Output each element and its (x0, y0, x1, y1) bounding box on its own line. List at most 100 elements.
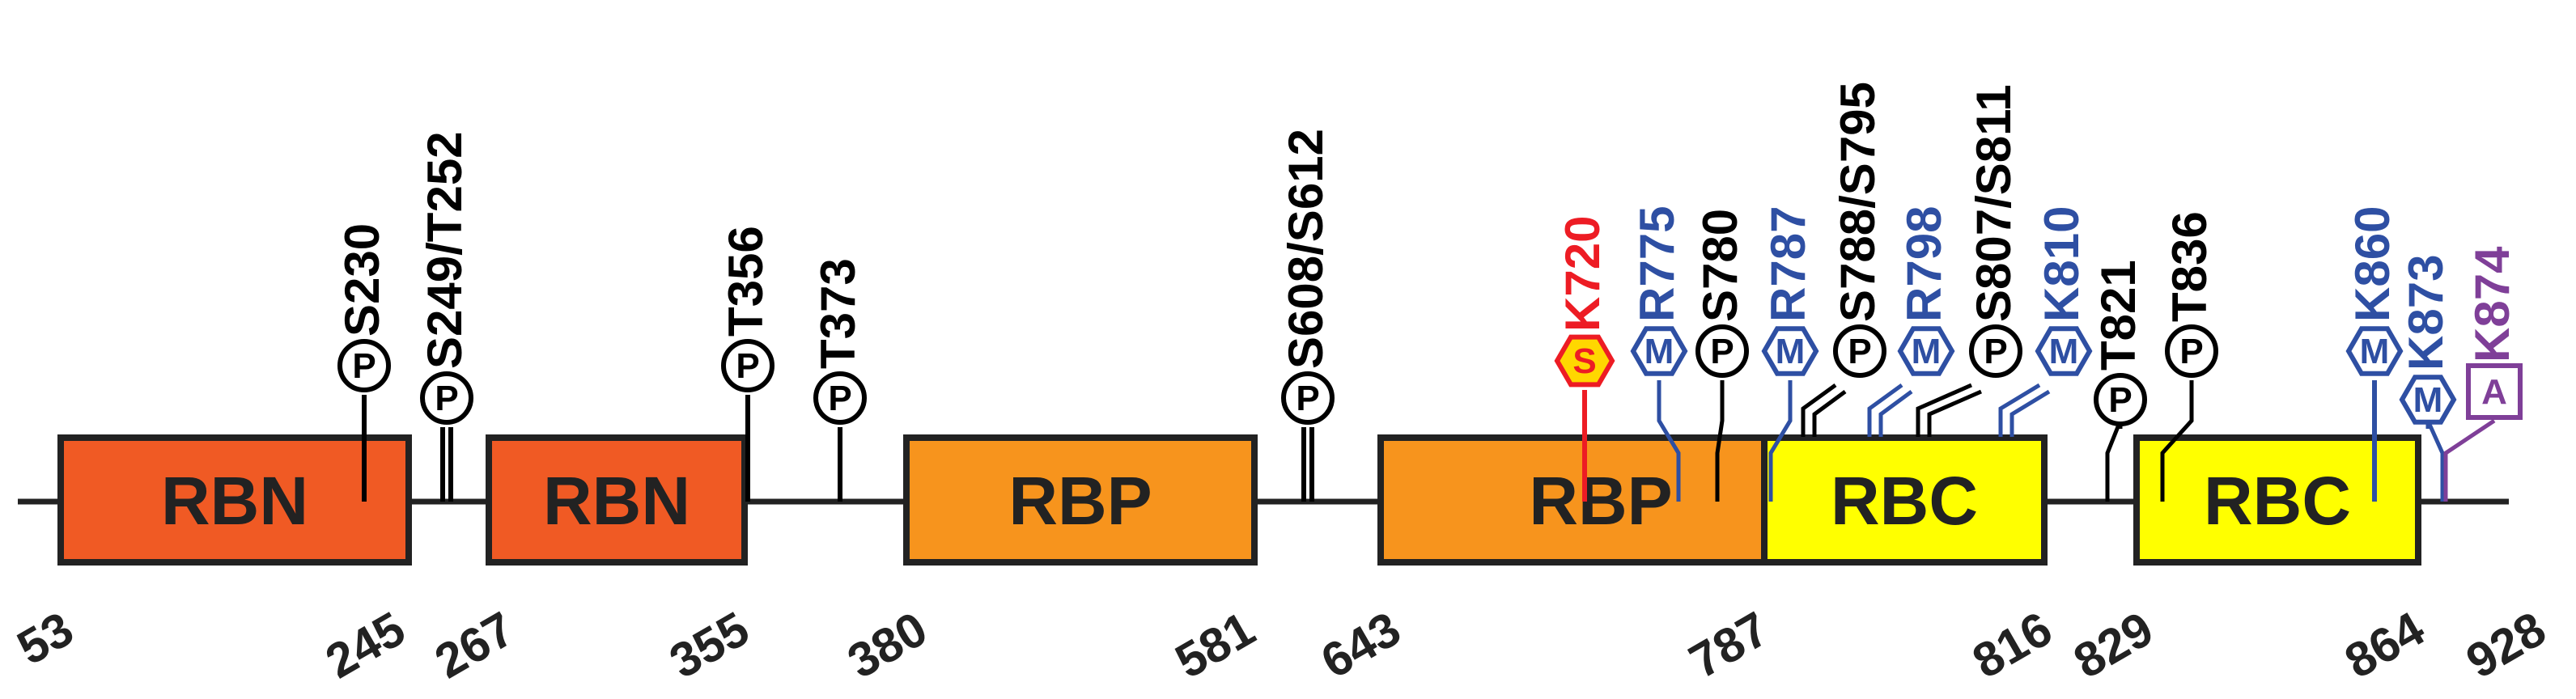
phospho-icon (2165, 324, 2218, 378)
site-label: K720 (1555, 216, 1610, 332)
boundary-label: 355 (660, 601, 758, 688)
site-stem (2160, 380, 2194, 502)
methyl-icon (1630, 326, 1688, 376)
boundary-label: 928 (2457, 601, 2554, 688)
site-s249-t252: P S249/T252 (418, 131, 473, 502)
site-stem (1998, 383, 2041, 437)
modification-symbol: S (1572, 341, 1596, 381)
modification-symbol: P (352, 346, 376, 386)
modification-symbol: P (1296, 379, 1319, 418)
boundary-label: 380 (838, 601, 936, 688)
phospho-icon (1833, 324, 1886, 378)
methyl-icon (2399, 375, 2457, 425)
domain-rbn-2: RBN (486, 434, 748, 566)
modification-symbol: P (2108, 380, 2132, 420)
domain-rbc-2: RBC (2133, 434, 2421, 566)
site-stem (2009, 389, 2051, 437)
boundary-label: 643 (1312, 601, 1409, 688)
site-s230: P S230 (335, 223, 391, 502)
phospho-icon (1695, 324, 1749, 378)
site-stem (1715, 380, 1725, 502)
domain-rbn-1: RBN (57, 434, 412, 566)
boundary-label: 864 (2336, 601, 2434, 688)
site-r787: M R787 (1761, 206, 1819, 502)
site-r775: M R775 (1630, 206, 1688, 502)
domain-label: RBP (1008, 463, 1152, 539)
modification-symbol: P (736, 346, 759, 386)
methyl-icon (2345, 326, 2404, 376)
phospho-icon (1969, 324, 2022, 378)
site-label: S230 (335, 223, 389, 337)
site-r798: M R798 (1867, 206, 1955, 437)
boundary-label: 816 (1963, 601, 2060, 688)
domain-label: RBN (161, 463, 308, 539)
modification-symbol: P (828, 379, 851, 418)
site-k810: M K810 (1998, 206, 2093, 437)
boundary-label: 787 (1680, 601, 1777, 688)
sumo-icon (1554, 334, 1615, 388)
domain-box (2133, 434, 2421, 566)
modification-symbol: M (2360, 332, 2390, 371)
site-label: S788/S795 (1831, 82, 1885, 322)
site-s608-s612: P S608/S612 (1279, 129, 1335, 502)
modification-symbol: P (1984, 332, 2007, 371)
site-stem (1801, 383, 1837, 437)
site-label: K873 (2399, 255, 2453, 371)
boundary-label: 245 (316, 601, 414, 688)
domain-box (903, 434, 1258, 566)
phospho-icon (337, 339, 391, 392)
domain-box (486, 434, 748, 566)
modification-symbol: P (1710, 332, 1734, 371)
site-stem (1768, 380, 1793, 502)
domain-box (57, 434, 412, 566)
phospho-icon (420, 371, 473, 425)
modification-symbol: M (2049, 332, 2079, 371)
modification-symbol: M (1644, 332, 1674, 371)
methyl-icon (2035, 326, 2093, 376)
boundary-label: 581 (1166, 601, 1263, 688)
site-t821: P T821 (2091, 260, 2147, 502)
site-k720: S K720 (1554, 216, 1615, 502)
boundary-labels: 53 245 267 355 380 581 643 787 816 829 8… (8, 601, 2554, 688)
methyl-icon (1761, 326, 1819, 376)
site-label: R798 (1897, 206, 1951, 322)
boundary-label: 267 (426, 601, 523, 688)
domain-label: RBC (1831, 463, 1978, 539)
modification-symbol: M (1776, 332, 1806, 371)
phospho-icon (721, 339, 774, 392)
site-stem (1812, 389, 1847, 437)
site-stem (2443, 418, 2496, 502)
site-stem (1657, 380, 1681, 502)
modification-symbol: P (2179, 332, 2203, 371)
site-label: R775 (1630, 206, 1684, 322)
site-label: S780 (1693, 209, 1747, 322)
site-stem (2105, 420, 2123, 502)
domain-box (1761, 434, 2048, 566)
domain-rbp-1: RBP (903, 434, 1258, 566)
site-k874: A K874 (2443, 246, 2523, 502)
site-label: K874 (2465, 246, 2519, 362)
domain-rbc-1: RBC (1761, 434, 2048, 566)
site-label: S608/S612 (1279, 129, 1333, 369)
modification-symbol: M (1912, 332, 1942, 371)
site-stem (1878, 389, 1913, 437)
site-label: R787 (1761, 206, 1815, 322)
site-label: T836 (2162, 211, 2217, 322)
modification-symbol: P (435, 379, 458, 418)
site-stem (1927, 389, 1983, 437)
phospho-icon (2094, 373, 2147, 426)
site-t836: P T836 (2160, 211, 2218, 502)
site-label: S249/T252 (418, 131, 472, 369)
site-label: T821 (2091, 260, 2145, 371)
boundary-label: 829 (2065, 601, 2162, 688)
modification-symbol: A (2481, 372, 2507, 412)
phospho-icon (813, 371, 867, 425)
site-label: T373 (811, 258, 865, 369)
domain-label: RBC (2204, 463, 2351, 539)
site-label: K810 (2035, 206, 2089, 322)
